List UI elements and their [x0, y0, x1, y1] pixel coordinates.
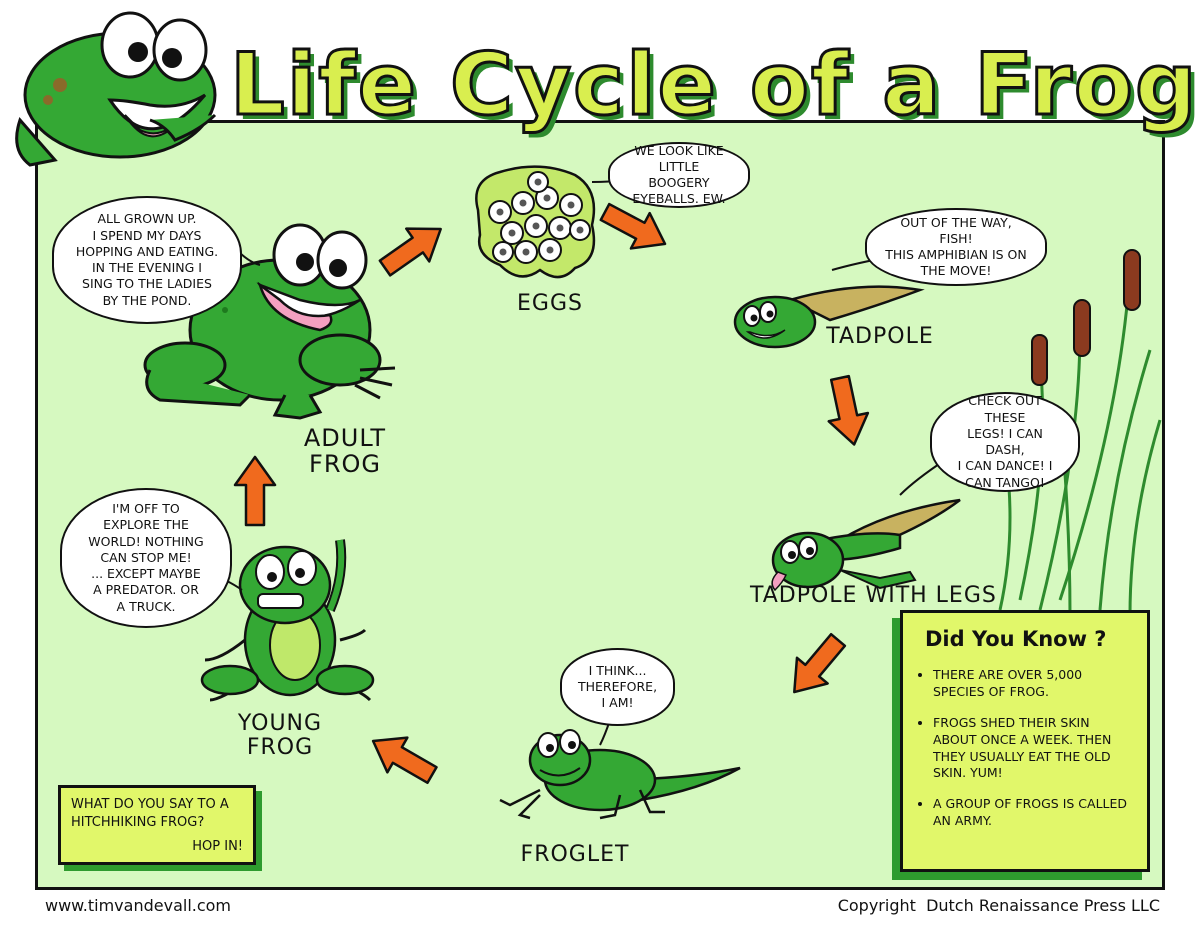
did-you-know-list: There are over 5,000 species of frog. Fr…	[917, 667, 1133, 830]
stage-label-adult-frog: ADULT FROG	[303, 424, 387, 479]
bubble-tadpole: Out of the way, fish! This amphibian is …	[865, 208, 1047, 286]
header-frog-icon	[15, 11, 217, 167]
arrow-adult-to-eggs-icon	[372, 211, 454, 286]
tadpole-icon	[733, 285, 925, 349]
fact-item: Frogs shed their skin about once a week.…	[933, 715, 1133, 783]
stage-label-froglet: FROGLET	[520, 842, 630, 867]
stage-label-tadpole: TADPOLE	[826, 324, 934, 349]
bubble-eggs: We look like little boogery eyeballs. Ew…	[608, 142, 750, 208]
bubble-adult-frog: All grown up. I spend my days hopping an…	[52, 196, 242, 324]
website-link[interactable]: www.timvandevall.com	[45, 896, 232, 915]
bubble-tadpole-legs: Check out these legs! I can dash, I can …	[930, 392, 1080, 492]
bubble-young-frog: I'm off to explore the world! Nothing ca…	[60, 488, 232, 628]
tadpole-with-legs-icon	[771, 498, 961, 592]
stage-label-tadpole-with-legs: TADPOLE WITH LEGS	[750, 583, 997, 608]
stage-label-eggs: EGGS	[517, 291, 583, 316]
fact-item: There are over 5,000 species of frog.	[933, 667, 1133, 701]
stage-label-young-frog: YOUNG FROG	[237, 711, 323, 761]
arrow-froglet-to-young-icon	[361, 722, 444, 794]
cattail-heads-icon	[1031, 249, 1141, 386]
did-you-know-heading: Did You Know ?	[925, 627, 1107, 651]
arrow-tadpole-to-legs-icon	[819, 372, 875, 450]
young-frog-icon	[200, 539, 375, 702]
did-you-know-box: Did You Know ? There are over 5,000 spec…	[900, 610, 1150, 872]
copyright-text: Copyright Dutch Renaissance Press LLC	[837, 896, 1160, 915]
page-title: Life Cycle of a Frog	[229, 34, 1199, 137]
bubble-froglet: I think... therefore, I am!	[560, 648, 675, 726]
joke-question: What do you say to a hitchhiking frog?	[71, 797, 229, 831]
arrow-legs-to-froglet-icon	[777, 625, 855, 707]
adult-frog-icon	[143, 223, 396, 420]
eggs-cluster-icon	[475, 165, 596, 279]
joke-box: What do you say to a hitchhiking frog? H…	[58, 785, 256, 865]
froglet-icon	[499, 729, 741, 820]
joke-answer: Hop in!	[192, 839, 243, 855]
fact-item: A group of frogs is called an army.	[933, 796, 1133, 830]
arrow-young-to-adult-icon	[233, 455, 277, 527]
